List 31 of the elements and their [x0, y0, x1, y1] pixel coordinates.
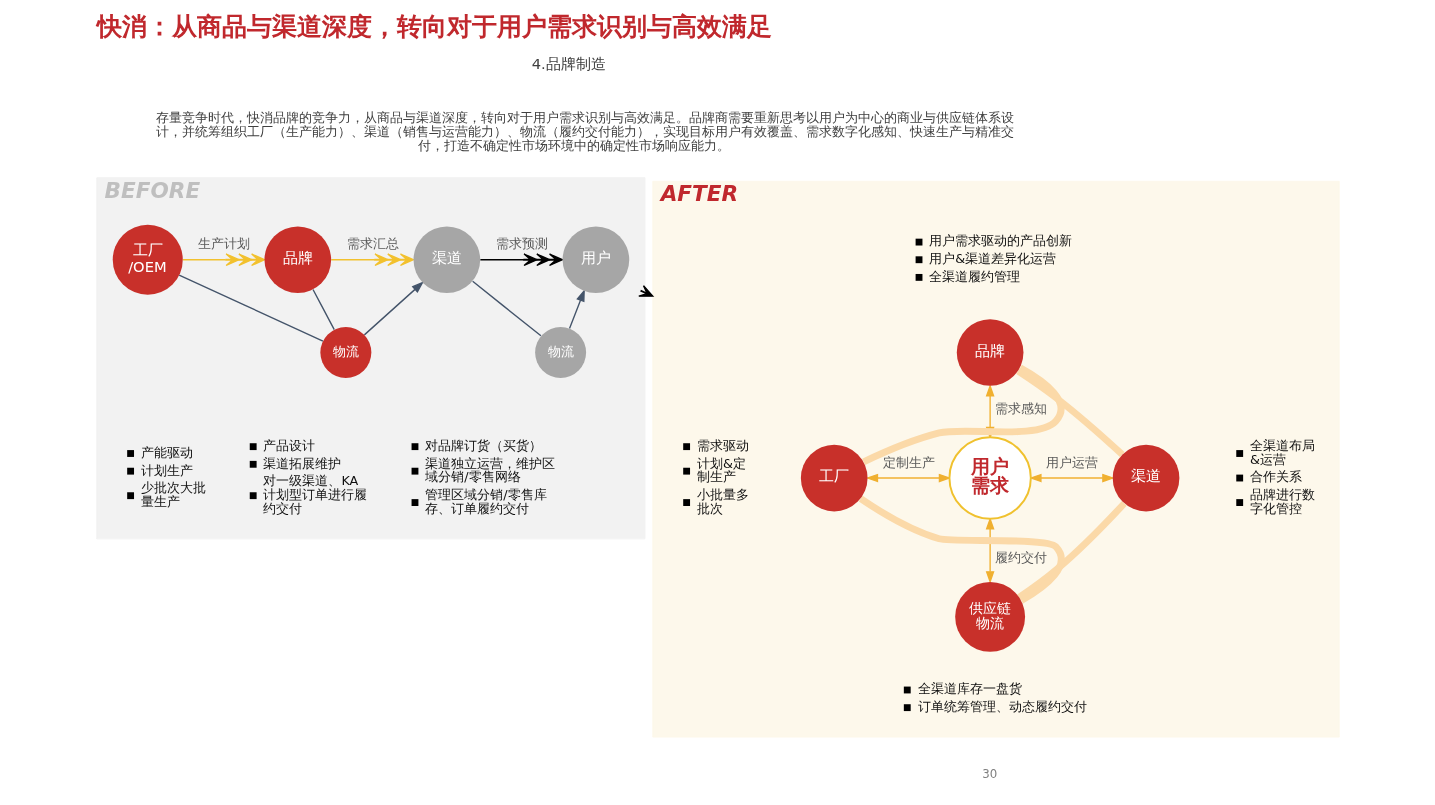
edge-label: 生产计划	[197, 236, 250, 252]
node-label: 合作关系	[1249, 469, 1302, 485]
node-label: 小批量多批次	[696, 487, 749, 516]
edge-label: 需求预测	[495, 236, 548, 252]
node-label: 对一级渠道、KA计划型订单进行履约交付	[262, 473, 367, 516]
node-label: 管理区域分销/零售库存、订单履约交付	[424, 487, 547, 516]
node-label: 少批次大批量生产	[140, 480, 206, 509]
edge-label: 定制生产	[882, 454, 935, 470]
node-label: 全渠道布局&运营	[1249, 437, 1315, 467]
node-label: 品牌进行数字化管控	[1249, 487, 1315, 516]
node-label: 产品设计	[262, 437, 315, 453]
node-label: 全渠道履约管理	[928, 268, 1020, 284]
edge-label: 履约交付	[994, 549, 1047, 565]
node-label: 渠道拓展维护	[262, 455, 341, 471]
node-label: 产能驱动	[140, 444, 193, 460]
node-label: 全渠道库存一盘货	[917, 681, 1022, 697]
node-label: 用户需求驱动的产品创新	[928, 233, 1072, 249]
node-label: 用户&渠道差异化运营	[928, 251, 1056, 267]
edge-label: 需求汇总	[346, 236, 399, 252]
edge-label: 用户运营	[1045, 454, 1098, 470]
node-label: 需求驱动	[696, 437, 749, 453]
label: 30	[981, 767, 997, 782]
node-label: 对品牌订货（买货）	[424, 437, 542, 453]
label: 存量竞争时代，快消品牌的竞争力，从商品与渠道深度，转向对于用户需求识别与高效满足。品牌商需要重新思考以用户为中心的商业与供应链体系设计，并统筹组织工厂（生产能力）、渠道（销售与运营能力）、物流（履约交付能力），实现目标用户有效覆盖、需求数字化感知、快速生产与精准交付，打造不确定性市场环境中的确定性市场响应能力。	[155, 110, 1014, 153]
node-label: 渠道独立运营，维护区域分销/零售网络	[424, 455, 555, 485]
node-label: 订单统筹管理、动态履约交付	[917, 698, 1087, 714]
node-label: 计划生产	[140, 462, 193, 478]
label: 4.品牌制造	[531, 55, 606, 73]
diagram-title: 快消：从商品与渠道深度，转向对于用户需求识别与高效满足	[96, 11, 772, 42]
edge-label: 需求感知	[994, 400, 1047, 416]
node-label: 计划&定制生产	[696, 455, 746, 485]
